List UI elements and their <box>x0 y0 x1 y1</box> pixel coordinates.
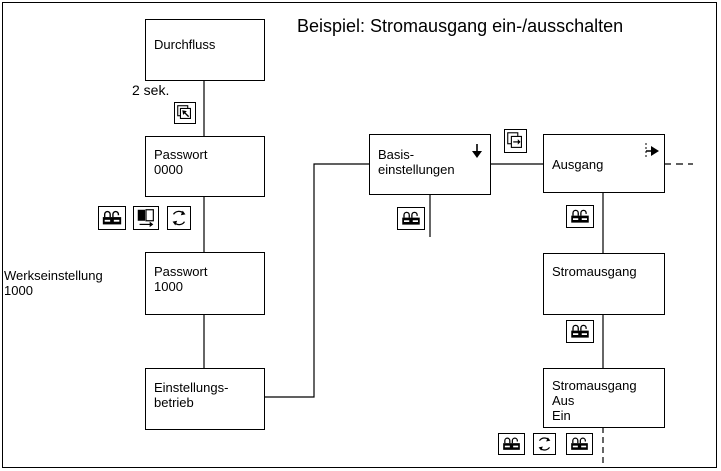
down-arrow-icon <box>472 144 482 158</box>
box-ausgang: Ausgang <box>543 134 665 193</box>
factory-setting-line2: 1000 <box>4 283 33 298</box>
right-arrow-icon <box>645 143 659 159</box>
unlock-keys-icon <box>397 207 425 230</box>
box-einstellungsbetrieb: Einstellungs- betrieb <box>145 368 265 430</box>
unlock-keys-icon <box>566 205 594 228</box>
hold-time-label: 2 sek. <box>132 82 170 98</box>
box-basiseinstellungen-line1: Basis- <box>378 147 415 162</box>
box-basiseinstellungen-line2: einstellungen <box>378 162 455 177</box>
box-stromausgang-state-line1: Stromausgang <box>552 378 637 393</box>
box-stromausgang: Stromausgang <box>543 253 665 315</box>
box-passwort-1000: Passwort 1000 <box>145 252 265 315</box>
cycle-arrows-icon <box>533 433 556 455</box>
box-durchfluss: Durchfluss <box>145 19 265 81</box>
box-stromausgang-state-line3: Ein <box>552 408 571 423</box>
diagram-title: Beispiel: Stromausgang ein-/ausschalten <box>297 16 624 36</box>
box-passwort-1000-line2: 1000 <box>154 279 183 294</box>
box-stromausgang-label: Stromausgang <box>552 264 637 279</box>
box-durchfluss-label: Durchfluss <box>154 37 216 52</box>
toggle-select-icon <box>133 206 159 230</box>
cycle-arrows-icon <box>167 206 191 230</box>
unlock-keys-icon <box>498 433 525 455</box>
hand-press-icon <box>174 102 196 124</box>
menu-page-icon <box>504 129 527 153</box>
factory-setting-line1: Werkseinstellung <box>4 268 103 283</box>
unlock-keys-icon <box>98 206 126 230</box>
box-passwort-0000: Passwort 0000 <box>145 136 265 197</box>
box-einstellungsbetrieb-line1: Einstellungs- <box>154 380 229 395</box>
unlock-keys-icon <box>566 433 593 455</box>
box-stromausgang-state: Stromausgang Aus Ein <box>543 368 665 428</box>
box-basiseinstellungen: Basis- einstellungen <box>369 134 491 195</box>
box-stromausgang-state-line2: Aus <box>552 393 575 408</box>
box-passwort-0000-line1: Passwort <box>154 147 208 162</box>
box-einstellungsbetrieb-line2: betrieb <box>154 395 194 410</box>
box-passwort-1000-line1: Passwort <box>154 264 208 279</box>
unlock-keys-icon <box>566 320 594 343</box>
box-passwort-0000-line2: 0000 <box>154 162 183 177</box>
box-ausgang-label: Ausgang <box>552 157 604 172</box>
factory-setting-label: Werkseinstellung 1000 <box>4 268 103 298</box>
